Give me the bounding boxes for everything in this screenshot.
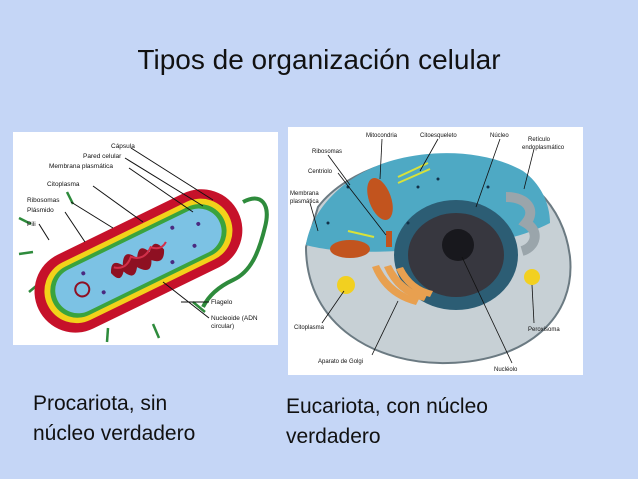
label-capsula: Cápsula	[111, 143, 135, 150]
caption-eukaryote-line2: verdadero	[286, 425, 381, 448]
centriole	[386, 231, 392, 247]
caption-prokaryote-line2: núcleo verdadero	[33, 422, 196, 445]
nucleolus	[442, 229, 474, 261]
eukaryote-illustration: Mitocondria Citoesqueleto Núcleo Retícul…	[290, 133, 572, 373]
label-reticulo-2: endoplasmático	[522, 145, 565, 151]
label-flagelo: Flagelo	[211, 299, 233, 306]
label-citoplasma: Citoplasma	[47, 181, 80, 188]
vesicle	[337, 276, 355, 294]
label-nucleolo: Nucléolo	[494, 367, 518, 373]
label-peroxisoma: Peroxisoma	[528, 327, 560, 333]
label-golgi: Aparato de Golgi	[318, 359, 363, 365]
golgi-apparatus	[372, 265, 433, 305]
caption-eukaryote: Eucariota, con núcleo verdadero	[286, 392, 586, 452]
plasmid	[74, 281, 91, 298]
label-nucleo: Núcleo	[490, 133, 509, 139]
endoplasmic-reticulum	[505, 192, 540, 256]
label-nucleoide-2: circular)	[211, 323, 234, 330]
prokaryote-diagram: Cápsula Pared celular Membrana plasmátic…	[13, 132, 278, 345]
nucleoid-dna	[111, 243, 165, 279]
mitochondrion-2	[330, 240, 370, 258]
label-pared: Pared celular	[83, 153, 122, 160]
flagellum	[201, 196, 269, 308]
label-nucleoide-1: Nucleoide (ADN	[211, 315, 258, 322]
label-ribosomas: Ribosomas	[27, 197, 60, 204]
prokaryote-illustration: Cápsula Pared celular Membrana plasmátic…	[18, 143, 269, 343]
ribosomes	[81, 221, 201, 295]
mitochondrion	[367, 177, 393, 221]
label-membrana-2: plasmática	[290, 199, 319, 205]
label-plasmido: Plásmido	[27, 207, 54, 214]
label-membrana-1: Membrana	[290, 191, 319, 197]
label-mitocondria: Mitocondria	[366, 133, 398, 139]
slide-title: Tipos de organización celular	[137, 44, 501, 75]
label-reticulo-1: Retículo	[528, 137, 551, 143]
peroxisome	[524, 269, 540, 285]
label-citoplasma: Citoplasma	[294, 325, 325, 331]
label-ribosomas: Ribosomas	[312, 149, 342, 155]
caption-eukaryote-line1: Eucariota, con núcleo	[286, 395, 488, 418]
label-centriolo: Centriolo	[308, 169, 333, 175]
caption-prokaryote: Procariota, sin núcleo verdadero	[33, 389, 263, 449]
label-pili: Pili	[27, 221, 36, 228]
label-membrana: Membrana plasmática	[49, 163, 113, 170]
ribosomes	[326, 177, 490, 225]
eukaryote-diagram: Mitocondria Citoesqueleto Núcleo Retícul…	[288, 127, 583, 375]
caption-prokaryote-line1: Procariota, sin	[33, 392, 168, 415]
label-citoesqueleto: Citoesqueleto	[420, 133, 457, 139]
